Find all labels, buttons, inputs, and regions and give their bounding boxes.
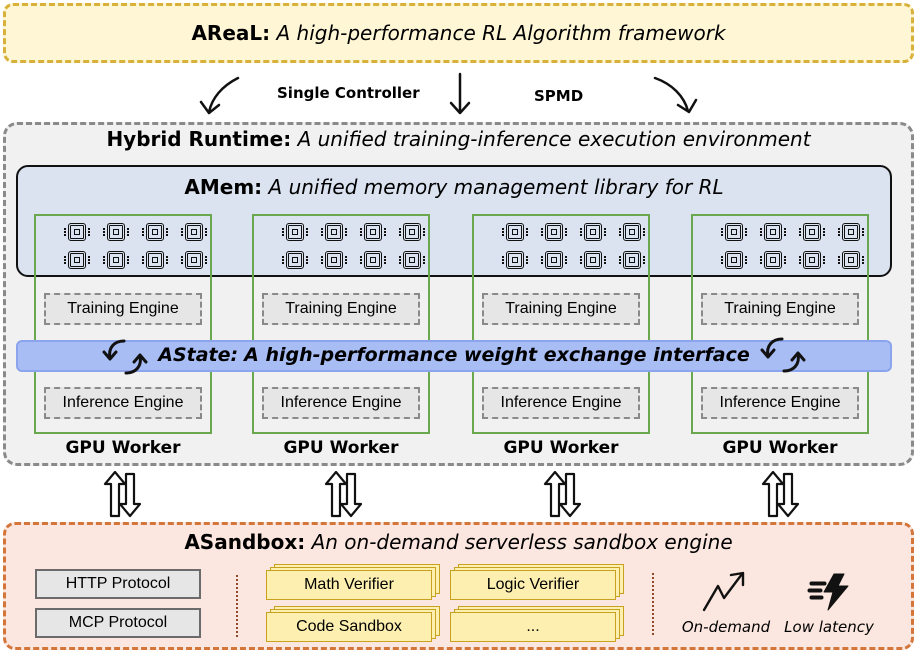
gpu-chip-icon: [799, 223, 825, 241]
bidirectional-arrows: [103, 470, 800, 518]
more-verifiers-stack: ...: [450, 606, 624, 642]
gpu-worker-label-3: GPU Worker: [503, 438, 619, 458]
bidirectional-arrow-icon: [324, 470, 363, 518]
swap-cycle-icon: [760, 337, 806, 373]
gpu-chip-icon: [721, 223, 747, 241]
curved-arrow-icon: [653, 76, 698, 114]
gpu-chip-icon: [502, 251, 528, 269]
on-demand-label: On-demand: [681, 618, 771, 636]
amem-desc: A unified memory management library for …: [268, 175, 724, 199]
gpu-worker-1: [34, 214, 212, 434]
training-engine-4: Training Engine: [701, 293, 859, 325]
http-protocol-box: HTTP Protocol: [35, 569, 201, 599]
gpu-chip-icon: [142, 251, 168, 269]
hybrid-runtime-name: Hybrid Runtime:: [106, 127, 292, 151]
gpu-chip-icon: [181, 251, 207, 269]
inference-engine-1: Inference Engine: [44, 387, 202, 419]
training-engine-2: Training Engine: [262, 293, 420, 325]
training-engine-3: Training Engine: [482, 293, 640, 325]
gpu-worker-2: [252, 214, 430, 434]
inference-engine-2: Inference Engine: [262, 387, 420, 419]
lightning-icon: [807, 573, 849, 611]
inference-engine-4: Inference Engine: [701, 387, 859, 419]
more-verifiers-label: ...: [450, 612, 616, 642]
gpu-chip-icon: [838, 251, 864, 269]
curved-arrow-icon: [199, 76, 240, 115]
asandbox-name: ASandbox:: [184, 530, 306, 554]
gpu-chips-4: [721, 220, 872, 274]
training-engine-1: Training Engine: [44, 293, 202, 325]
logic-verifier-label: Logic Verifier: [450, 570, 616, 600]
gpu-chip-icon: [103, 223, 129, 241]
bidirectional-arrow-icon: [103, 470, 142, 518]
amem-name: AMem:: [184, 175, 263, 199]
hybrid-runtime-desc: A unified training-inference execution e…: [297, 127, 811, 151]
swap-cycle-icon: [102, 339, 148, 375]
gpu-worker-4: [691, 214, 869, 434]
areal-name: AReaL:: [191, 21, 271, 45]
gpu-chip-icon: [580, 223, 606, 241]
low-latency-label: Low latency: [784, 618, 874, 636]
gpu-chip-icon: [282, 251, 308, 269]
math-verifier-label: Math Verifier: [266, 570, 432, 600]
gpu-chip-icon: [282, 223, 308, 241]
gpu-chip-icon: [321, 251, 347, 269]
areal-desc: A high-performance RL Algorithm framewor…: [276, 21, 726, 45]
gpu-chips-3: [502, 220, 653, 274]
gpu-chip-icon: [619, 223, 645, 241]
mcp-protocol-box: MCP Protocol: [35, 608, 201, 638]
down-arrow-icon: [449, 72, 471, 115]
controller-arrows: [199, 72, 698, 115]
gpu-chip-icon: [64, 223, 90, 241]
gpu-chip-icon: [360, 251, 386, 269]
asandbox-desc: An on-demand serverless sandbox engine: [311, 530, 733, 554]
gpu-chips-1: [64, 220, 215, 274]
code-sandbox-stack: Code Sandbox: [266, 606, 440, 642]
astate-band: [16, 340, 892, 372]
gpu-chip-icon: [760, 223, 786, 241]
gpu-worker-label-4: GPU Worker: [722, 438, 838, 458]
gpu-chip-icon: [399, 223, 425, 241]
astate-name: AState:: [158, 344, 239, 366]
logic-verifier-stack: Logic Verifier: [450, 564, 624, 600]
gpu-chip-icon: [541, 223, 567, 241]
astate-desc: A high-performance weight exchange inter…: [244, 344, 750, 366]
inference-engine-3: Inference Engine: [482, 387, 640, 419]
gpu-chip-icon: [580, 251, 606, 269]
gpu-chip-icon: [838, 223, 864, 241]
bidirectional-arrow-icon: [761, 470, 800, 518]
gpu-chip-icon: [142, 223, 168, 241]
math-verifier-stack: Math Verifier: [266, 564, 440, 600]
gpu-worker-label-1: GPU Worker: [65, 438, 181, 458]
divider: [236, 575, 238, 637]
bidirectional-arrow-icon: [543, 470, 582, 518]
gpu-chip-icon: [399, 251, 425, 269]
areal-framework-box: AReaL: A high-performance RL Algorithm f…: [3, 3, 914, 63]
spmd-label: SPMD: [534, 87, 584, 105]
divider: [652, 573, 654, 635]
gpu-worker-3: [472, 214, 650, 434]
gpu-chips-2: [282, 220, 433, 274]
gpu-worker-label-2: GPU Worker: [283, 438, 399, 458]
gpu-chip-icon: [760, 251, 786, 269]
gpu-chip-icon: [721, 251, 747, 269]
gpu-chip-icon: [360, 223, 386, 241]
gpu-chip-icon: [619, 251, 645, 269]
gpu-chip-icon: [103, 251, 129, 269]
gpu-chip-icon: [181, 223, 207, 241]
code-sandbox-label: Code Sandbox: [266, 612, 432, 642]
gpu-chip-icon: [64, 251, 90, 269]
gpu-chip-icon: [799, 251, 825, 269]
single-controller-label: Single Controller: [277, 84, 420, 102]
gpu-chip-icon: [502, 223, 528, 241]
gpu-chip-icon: [541, 251, 567, 269]
gpu-chip-icon: [321, 223, 347, 241]
trend-up-icon: [702, 571, 745, 612]
